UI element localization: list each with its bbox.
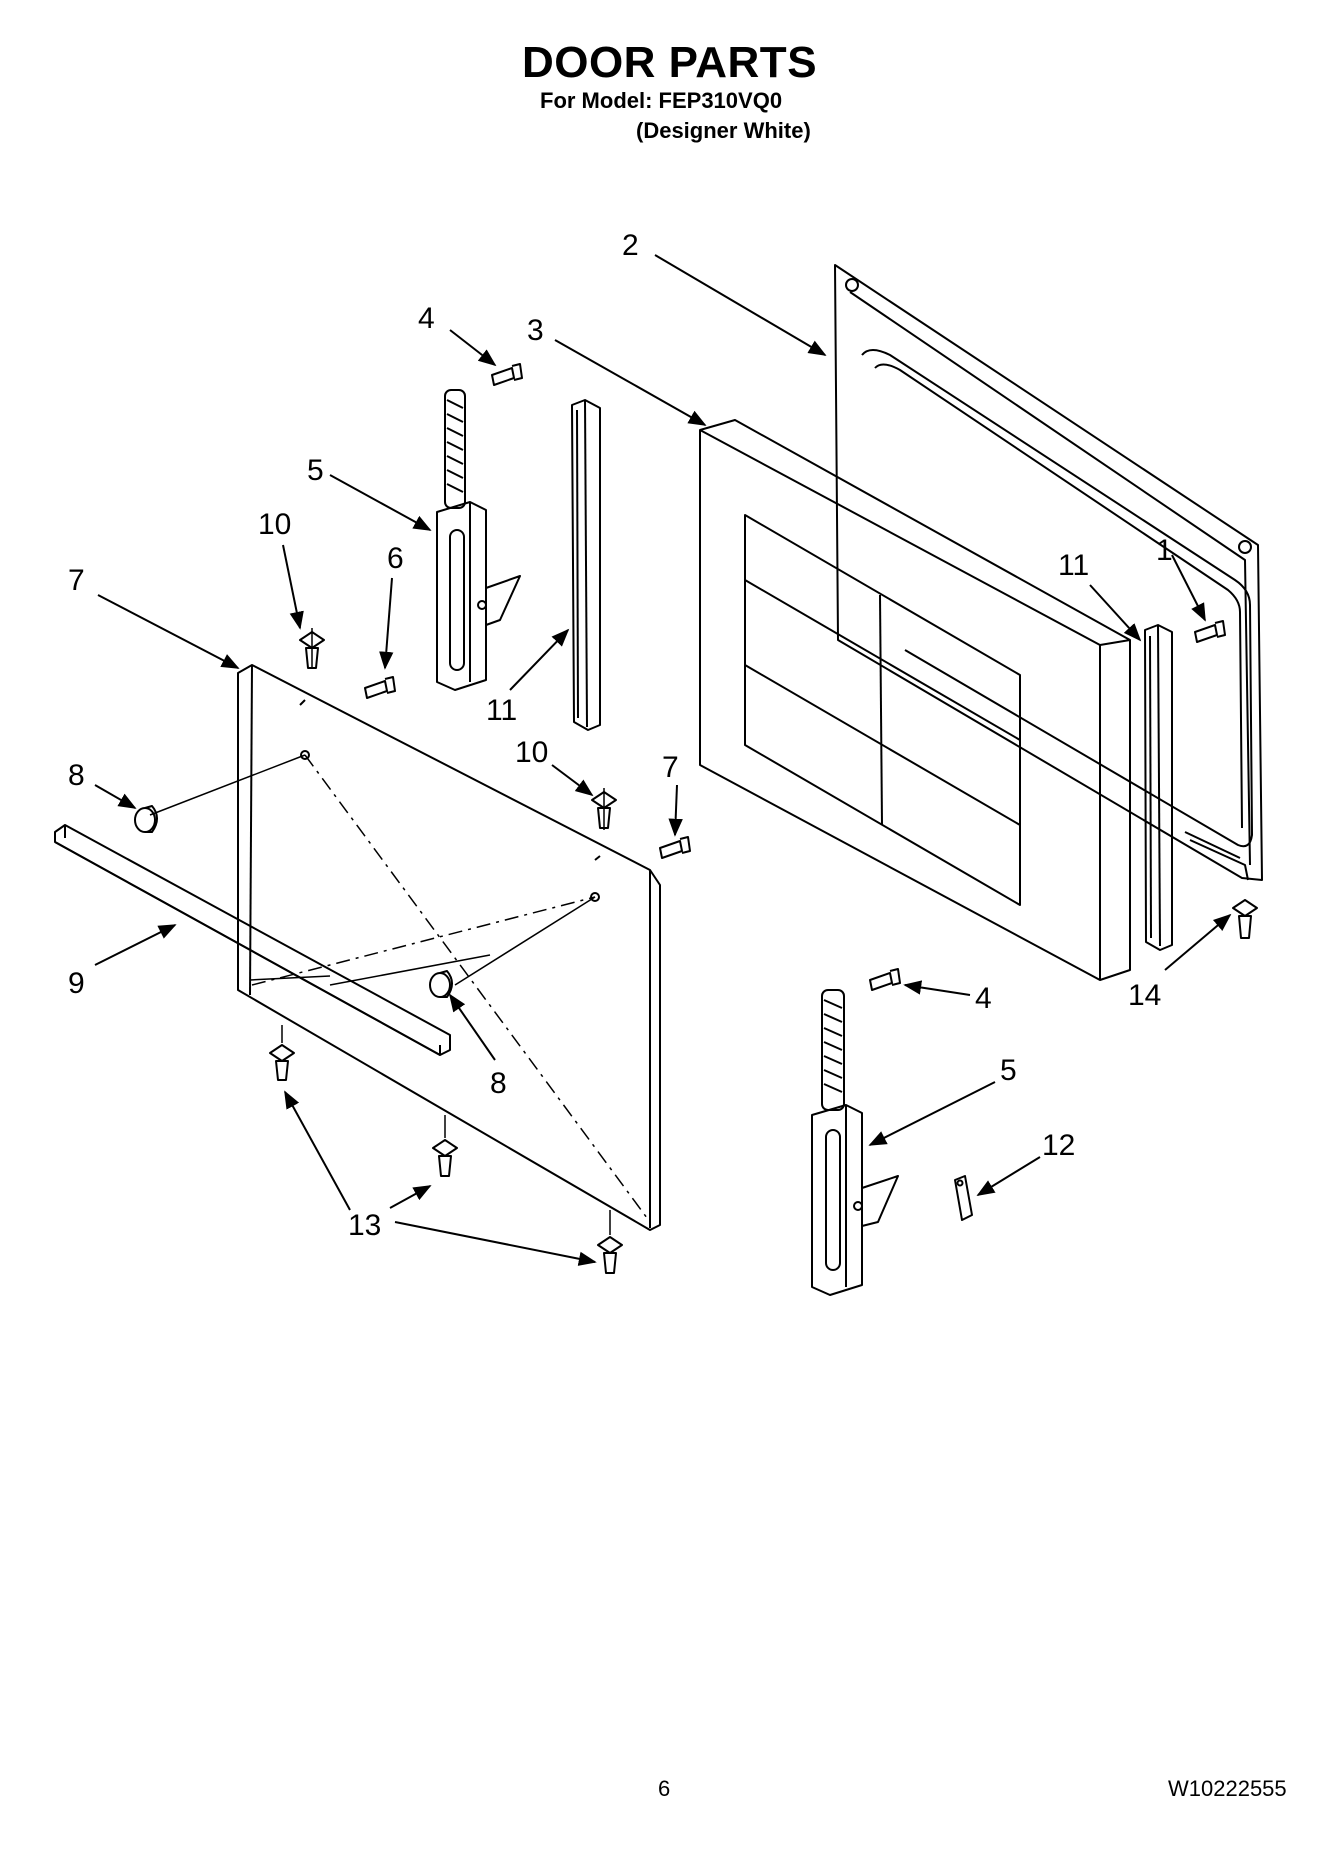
leader-10-upper [282,544,304,630]
leader-13-b [389,1185,432,1209]
callout-4-lower: 4 [975,982,992,1015]
page-title: DOOR PARTS [521,38,818,87]
callout-2: 2 [622,229,639,262]
screw-part-7 [659,836,691,859]
screw-part-13-b [432,1139,458,1177]
callout-7-upper: 7 [68,564,85,597]
leader-5-upper [329,474,432,531]
door-handle-bar [54,824,451,1056]
document-number: W10222555 [1168,1776,1287,1801]
door-panel-guide-lines [251,754,651,1223]
leader-8-left [94,784,137,809]
callout-8-right: 8 [490,1067,507,1100]
door-glass-pack [699,419,1131,981]
callout-10-upper: 10 [258,508,291,541]
leader-8-right [448,993,496,1061]
leader-13-a [284,1090,351,1211]
leader-7-upper [97,594,240,669]
screw-part-10-upper [299,631,325,669]
leader-13-c [394,1221,597,1266]
callout-6: 6 [387,542,404,575]
callout-9: 9 [68,967,85,1000]
leader-4-upper [449,329,497,367]
callout-1: 1 [1156,534,1173,567]
leader-9 [94,924,177,966]
leader-12 [976,1156,1041,1196]
outer-door-panel [237,664,661,1231]
inner-door-liner [834,264,1263,881]
callout-14: 14 [1128,979,1161,1012]
hinge-clip-part-12 [954,1175,973,1221]
callout-11-right: 11 [1058,549,1089,582]
screw-part-6 [364,676,396,699]
screw-part-1 [1194,620,1226,643]
leader-5-lower [868,1081,996,1146]
spacer-left [134,805,158,833]
callout-8-left: 8 [68,759,85,792]
callout-10-lower: 10 [515,736,548,769]
leader-1 [1171,554,1206,622]
callout-5-lower: 5 [1000,1054,1017,1087]
screw-part-14 [1232,899,1258,939]
callout-12: 12 [1042,1129,1075,1162]
callout-13: 13 [348,1209,381,1242]
leader-14 [1164,913,1232,971]
callout-4-upper: 4 [418,302,435,335]
leader-3 [554,339,707,426]
screw-part-13-a [269,1044,295,1081]
leader-2 [654,254,827,356]
screw-part-4-upper [491,363,523,386]
leader-7-lower [668,784,683,837]
leader-10-lower [551,764,594,797]
screw-part-10-lower [591,791,617,829]
door-hinge-upper [436,389,521,691]
screw-part-13-c [597,1236,623,1274]
callout-5-upper: 5 [307,454,324,487]
screw-part-4-lower [869,968,901,991]
leader-6 [379,577,394,670]
model-number: For Model: FEP310VQ0 [540,88,783,113]
leader-11-left [509,628,570,691]
spacer-right [429,970,453,998]
callout-7-lower: 7 [662,751,679,784]
leader-4-lower [903,980,971,996]
callout-11-left: 11 [486,694,517,727]
page-number: 6 [658,1776,671,1801]
callout-3: 3 [527,314,544,347]
leader-11-right [1089,584,1142,642]
door-hinge-lower [811,989,899,1296]
model-color: (Designer White) [636,118,811,143]
door-trim-left [571,399,601,731]
door-trim-right [1144,624,1173,951]
